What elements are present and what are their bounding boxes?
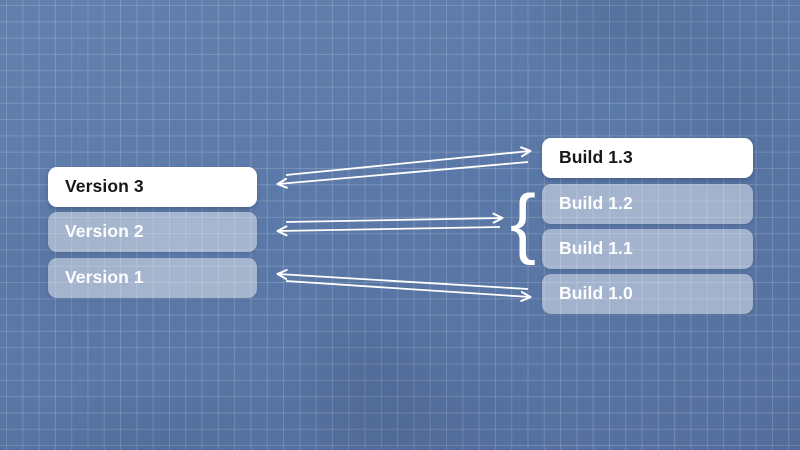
- connector-version2-build12-11: [276, 212, 504, 237]
- version-node-3-label: Version 3: [65, 176, 144, 197]
- connector-version1-build10: [276, 269, 532, 302]
- build-node-1-1[interactable]: Build 1.1: [542, 229, 753, 269]
- build-node-1-0[interactable]: Build 1.0: [542, 274, 753, 314]
- build-node-1-3[interactable]: Build 1.3: [542, 138, 753, 178]
- build-node-1-3-label: Build 1.3: [559, 147, 633, 168]
- build-node-1-0-label: Build 1.0: [559, 283, 633, 304]
- version-node-3[interactable]: Version 3: [48, 167, 257, 207]
- version-node-1-label: Version 1: [65, 267, 144, 288]
- build-node-1-2[interactable]: Build 1.2: [542, 184, 753, 224]
- version-node-1[interactable]: Version 1: [48, 258, 257, 298]
- build-node-1-2-label: Build 1.2: [559, 193, 633, 214]
- build-node-1-1-label: Build 1.1: [559, 238, 633, 259]
- group-brace: {: [510, 178, 537, 266]
- connector-version3-build13: [276, 146, 532, 189]
- version-node-2[interactable]: Version 2: [48, 212, 257, 252]
- version-node-2-label: Version 2: [65, 221, 144, 242]
